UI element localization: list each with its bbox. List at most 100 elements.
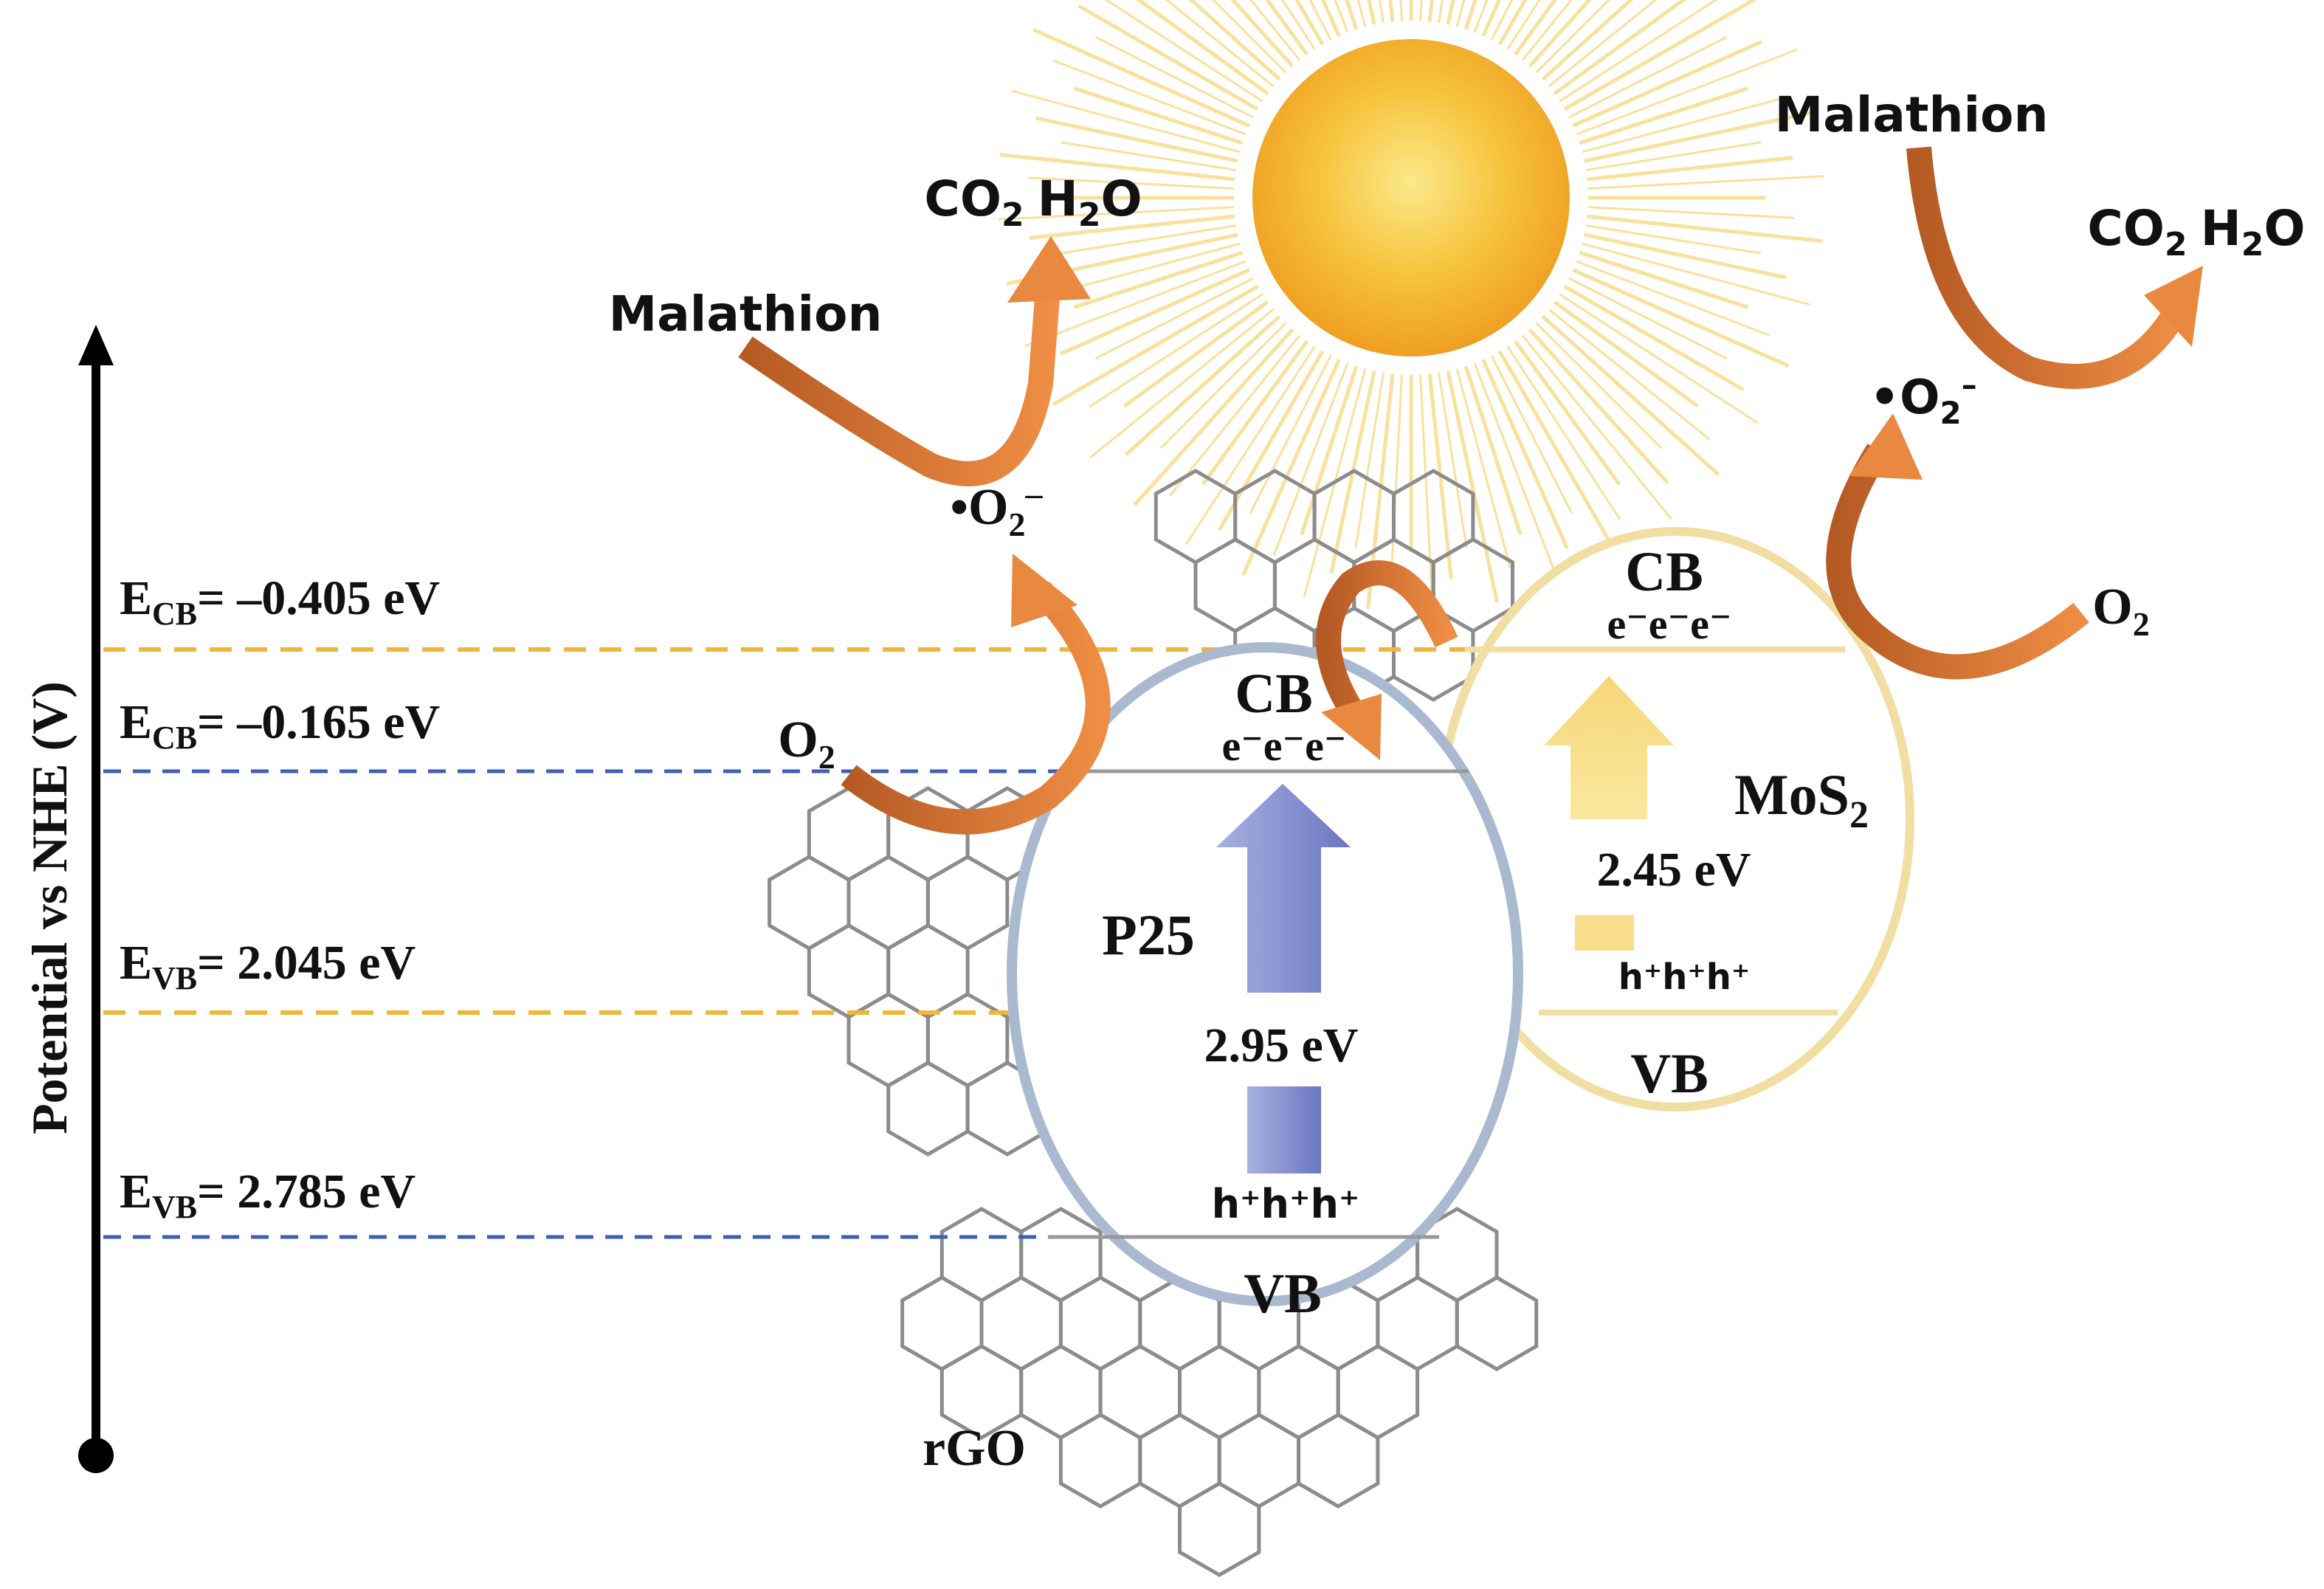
graphene-ring (1376, 1275, 1459, 1371)
graphene-ring (939, 1207, 1024, 1303)
mos2-gap-label: 2.45 eV (1597, 843, 1751, 897)
sun-ray (1159, 322, 1287, 449)
right-oxygen-label: O2 (2092, 579, 2149, 643)
sun-ray (1582, 242, 1811, 306)
sun-ray (1582, 97, 1782, 154)
graphene-ring (1058, 1413, 1142, 1509)
reaction-arrows (738, 146, 2188, 835)
sun-ray (1587, 175, 1824, 190)
sun-ray (1553, 300, 1699, 408)
p25-semiconductor: CB e⁻e⁻e⁻ P25 2.95 eV h⁺h⁺h⁺ VB (1007, 642, 1523, 1325)
p25-arrow-tail (1247, 1086, 1321, 1173)
sun-ray (1249, 355, 1332, 514)
sun-ray (1077, 4, 1259, 111)
level-label-4: EVB= 2.785 eV (120, 1165, 416, 1225)
sun-ray (1073, 250, 1244, 309)
sun-ray (1089, 293, 1263, 408)
graphene-ring (807, 923, 891, 1019)
sun-ray (1528, 328, 1669, 485)
sun-ray (1572, 40, 1763, 128)
sun-ray (1356, 0, 1367, 27)
graphene-ring (846, 855, 930, 951)
sun-ray (1211, 0, 1287, 74)
left-malathion-label: Malathion (609, 286, 883, 342)
sun-ray (1168, 334, 1301, 497)
sun-ray (1446, 370, 1499, 603)
sun-ray (1249, 0, 1301, 61)
left-malathion-arrowhead (1007, 236, 1091, 303)
sun-ray (1576, 260, 1770, 337)
graphene-ring (925, 992, 1010, 1088)
sun-ray (1587, 206, 1795, 219)
graphene-ring (1297, 1413, 1380, 1509)
sun-ray (1094, 277, 1254, 360)
sun-ray (1553, 0, 1687, 95)
sun-ray (1521, 334, 1672, 520)
right-oxygen-arrowhead (1849, 413, 1923, 480)
mos2-arrow-tail (1575, 915, 1634, 951)
sun-ray (1559, 0, 1718, 103)
electron-transfer-arrow (1316, 560, 1458, 715)
mos2-semiconductor: CB e⁻e⁻e⁻ MoS2 2.45 eV h⁺h⁺h⁺ VB (1436, 527, 1914, 1111)
sun-ray (1390, 374, 1403, 582)
graphene-ring (1019, 1207, 1103, 1303)
sun-ray (1201, 339, 1308, 486)
left-superoxide-label: •O2– (951, 475, 1044, 543)
sun-ray (1308, 0, 1332, 41)
sun-ray (1528, 0, 1592, 68)
sun-ray (1473, 0, 1489, 33)
p25-cb-label: CB (1235, 663, 1313, 725)
sun-ray (1124, 314, 1281, 456)
sun-ray (1463, 365, 1523, 536)
graphene-ring (1138, 1413, 1221, 1509)
sun-ray (1584, 232, 1787, 280)
mos2-holes: h⁺h⁺h⁺ (1618, 956, 1751, 998)
right-malathion-arrow (1906, 146, 2188, 389)
graphene-ring (1154, 469, 1238, 565)
left-oxygen-arrowhead (1011, 554, 1077, 627)
sun-ray (1587, 214, 1823, 244)
mos2-electrons: e⁻e⁻e⁻ (1607, 600, 1731, 648)
sun-ray (1024, 260, 1247, 348)
sun-ray (1473, 362, 1561, 585)
graphene-ring (1019, 1344, 1103, 1440)
sun-ray (1272, 362, 1349, 556)
sun-ray (1094, 35, 1254, 119)
sun-ray (999, 152, 1235, 182)
p25-name: P25 (1102, 903, 1195, 967)
p25-electrons: e⁻e⁻e⁻ (1221, 722, 1346, 770)
sun-ray (1230, 0, 1294, 68)
axis-arrowhead (78, 325, 114, 365)
axis-label: Potential vs NHE (V) (21, 681, 77, 1134)
sun-ray (1514, 339, 1621, 486)
reaction-arrowheads (1007, 236, 2203, 760)
sun-ray (1052, 59, 1247, 136)
sun-ray (1185, 345, 1316, 545)
sun-ray (1052, 284, 1259, 407)
sun-ray (1497, 350, 1620, 557)
sun-ray (1568, 35, 1728, 119)
electron-transfer-arrowhead (1321, 694, 1382, 760)
sun-ray (1011, 89, 1241, 154)
sun-ray (1541, 314, 1720, 476)
sun-ray (1265, 0, 1308, 56)
right-oxygen-arrow (1826, 444, 2089, 680)
mos2-name: MoS2 (1734, 762, 1869, 836)
mos2-vb-label: VB (1630, 1043, 1708, 1105)
graphene-ring (1217, 1413, 1300, 1509)
sun-ray (1300, 365, 1359, 536)
sun-ray (1572, 268, 1790, 368)
graphene-ring (1336, 1344, 1420, 1440)
graphene-ring (1257, 1344, 1340, 1440)
graphene-ring (886, 923, 970, 1019)
sun-ray (1027, 176, 1235, 190)
sun-ray (1563, 284, 1745, 392)
sun-ray (1559, 293, 1759, 424)
sun-ray (1563, 0, 1758, 111)
sun-ray (1123, 300, 1269, 408)
graphene-ring (900, 1275, 984, 1371)
level-label-3: EVB= 2.045 eV (120, 936, 416, 996)
rgo-label: rGO (923, 1420, 1026, 1477)
sun-ray (1133, 328, 1294, 506)
